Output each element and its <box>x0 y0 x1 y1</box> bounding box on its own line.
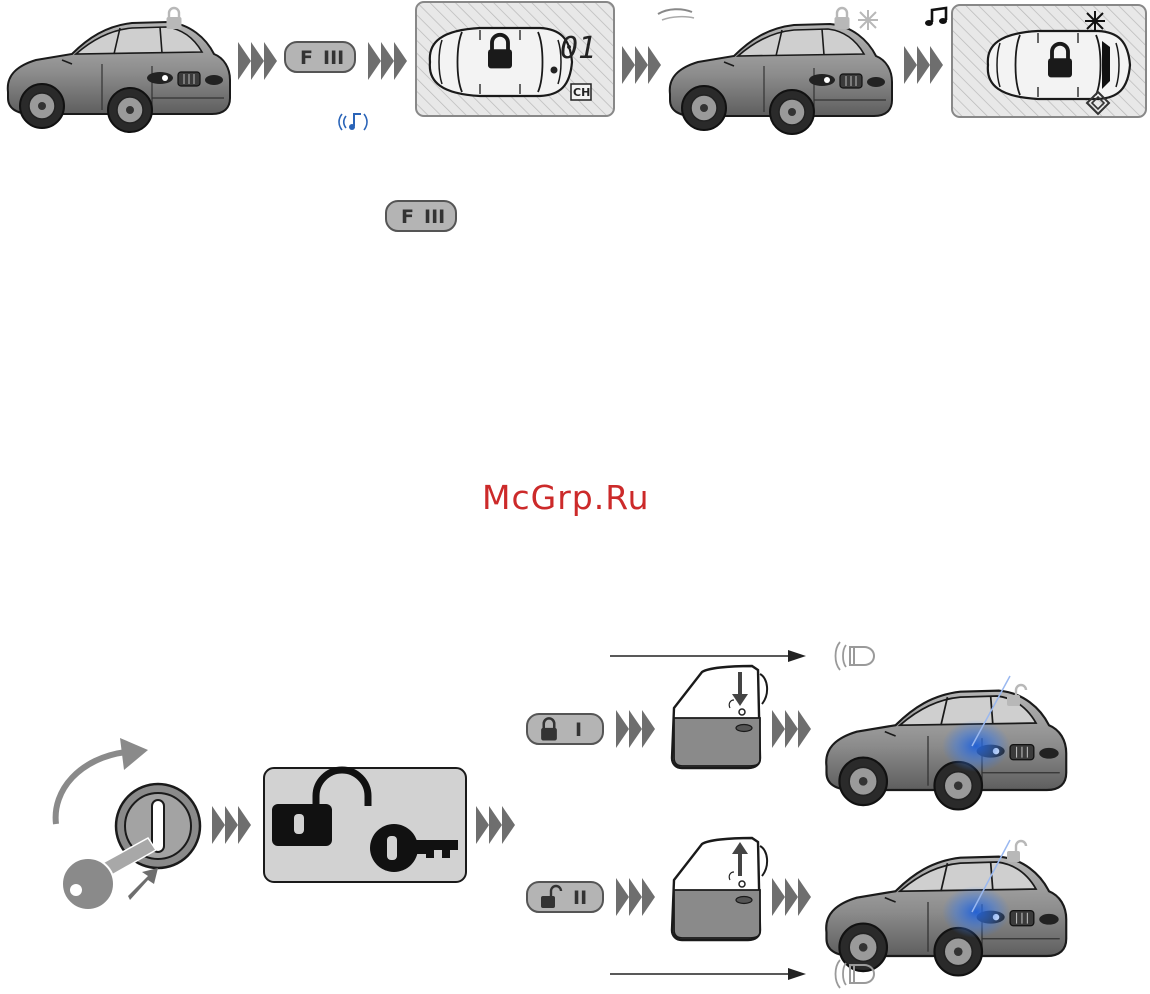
shock-sensor-icon <box>858 10 878 30</box>
unlock-button-label: II <box>573 887 587 909</box>
unlock-icon <box>1007 841 1026 862</box>
car-image-trunk-open <box>670 24 892 134</box>
f3-button-inline[interactable]: F III <box>386 201 456 231</box>
unlock-key-display <box>264 768 466 882</box>
top-sequence: F III 01 CH <box>8 2 1146 134</box>
music-note-icon <box>925 8 947 26</box>
car-image-armed <box>8 22 230 132</box>
timeline-arrow-upper <box>610 650 806 662</box>
f3-button[interactable]: F III <box>285 42 355 72</box>
triple-arrow-icon <box>772 878 811 916</box>
timeline-arrow-lower <box>610 968 806 980</box>
f3-button-right-label: III <box>323 47 344 69</box>
bottom-sequence: I II <box>56 642 1067 988</box>
shock-sensor-icon <box>1085 11 1105 31</box>
lcd-display-alarm <box>952 5 1146 117</box>
unlock-button[interactable]: II <box>527 882 603 912</box>
lock-icon <box>167 8 182 29</box>
triple-arrow-icon <box>238 42 277 80</box>
trunk-open-icon <box>658 9 694 20</box>
triple-arrow-icon <box>904 46 943 84</box>
lock-button-label: I <box>575 719 582 741</box>
triple-arrow-icon <box>616 878 655 916</box>
triple-arrow-icon <box>476 806 515 844</box>
triple-arrow-icon <box>622 46 661 84</box>
lcd-display: 01 CH <box>416 2 614 116</box>
triple-arrow-icon <box>616 710 655 748</box>
triple-arrow-icon <box>212 806 251 844</box>
lcd-channel-badge: CH <box>573 86 590 99</box>
lock-button[interactable]: I <box>527 714 603 744</box>
lcd-channel-number: 01 <box>560 31 596 66</box>
watermark-text: McGrp.Ru <box>482 478 650 517</box>
f3-button-right-label: III <box>424 206 445 228</box>
triple-arrow-icon <box>368 42 407 80</box>
f3-button-left-label: F <box>300 47 313 69</box>
door-lock-down-icon <box>672 666 767 768</box>
lock-icon <box>835 8 850 29</box>
triple-arrow-icon <box>772 710 811 748</box>
f3-button-left-label: F <box>401 206 414 228</box>
siren-icon <box>836 642 875 670</box>
chirp-icon <box>339 114 367 130</box>
key-icon <box>62 838 158 910</box>
door-lock-up-icon <box>672 838 767 940</box>
